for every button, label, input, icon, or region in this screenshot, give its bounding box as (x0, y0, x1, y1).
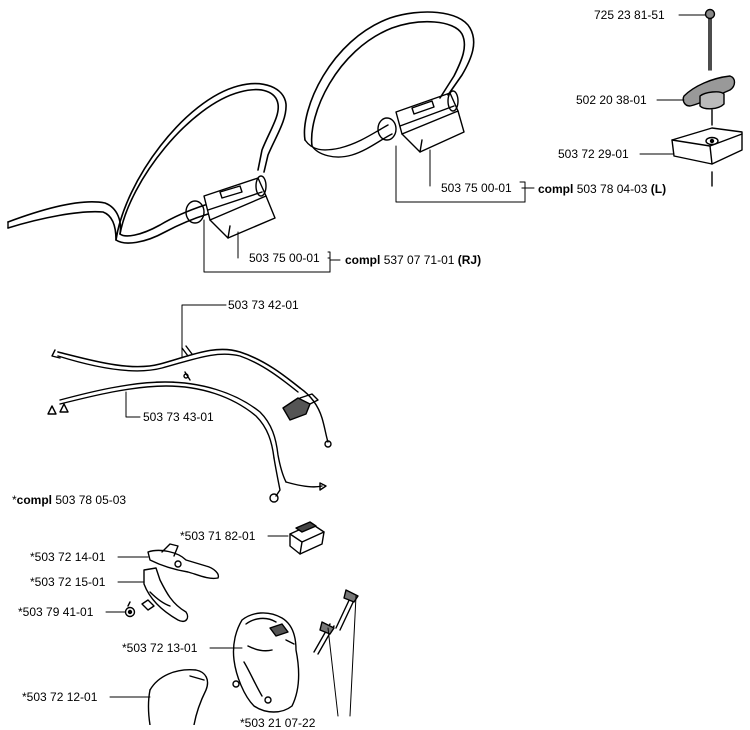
label-switch: *503 71 82-01 (180, 529, 256, 543)
label-wiring-compl: *compl 503 78 05-03 (12, 493, 126, 507)
label-nut: *503 79 41-01 (18, 605, 94, 619)
asterisk: * (12, 493, 17, 507)
housing-cover-part (147, 669, 209, 725)
switch-part (289, 521, 325, 555)
lockout-lever-part (141, 567, 189, 622)
label-knob: 502 20 38-01 (576, 93, 647, 107)
wiring-harness (47, 345, 332, 503)
loop-handle-right (303, 11, 475, 158)
label-lockout-lever: *503 72 15-01 (30, 575, 106, 589)
variant-note: (RJ) (457, 253, 482, 267)
clamp-part (671, 127, 743, 187)
loop-handle-left (7, 82, 287, 244)
compl-word: compl (16, 493, 53, 507)
housing-half-part (232, 612, 300, 713)
variant-note: (L) (650, 182, 667, 196)
nut-part (124, 601, 136, 618)
rod-part (704, 8, 716, 71)
label-housing-cover: *503 72 12-01 (22, 690, 98, 704)
leader-lines (105, 14, 706, 717)
compl-word: compl (345, 253, 381, 267)
label-screws: *503 21 07-22 (240, 716, 316, 730)
label-handle-left-compl: compl 537 07 71-01 (RJ) (345, 253, 481, 267)
screw-parts (313, 589, 359, 655)
label-rod: 725 23 81-51 (594, 8, 665, 22)
label-cable-bottom: 503 73 43-01 (143, 410, 214, 424)
label-handle-right-compl: compl 503 78 04-03 (L) (538, 182, 666, 196)
label-cable-top: 503 73 42-01 (228, 298, 299, 312)
compl-word: compl (538, 182, 574, 196)
label-throttle-lever: *503 72 14-01 (30, 550, 106, 564)
label-clamp: 503 72 29-01 (558, 147, 629, 161)
label-handle-left-part: 503 75 00-01 (249, 251, 320, 265)
throttle-lever-part (147, 543, 220, 580)
label-handle-right-part: 503 75 00-01 (441, 181, 512, 195)
compl-number: 537 07 71-01 (383, 253, 455, 267)
compl-number: 503 78 04-03 (576, 182, 648, 196)
label-housing-half: *503 72 13-01 (122, 641, 198, 655)
knob-part (682, 75, 736, 126)
compl-number: 503 78 05-03 (55, 493, 127, 507)
